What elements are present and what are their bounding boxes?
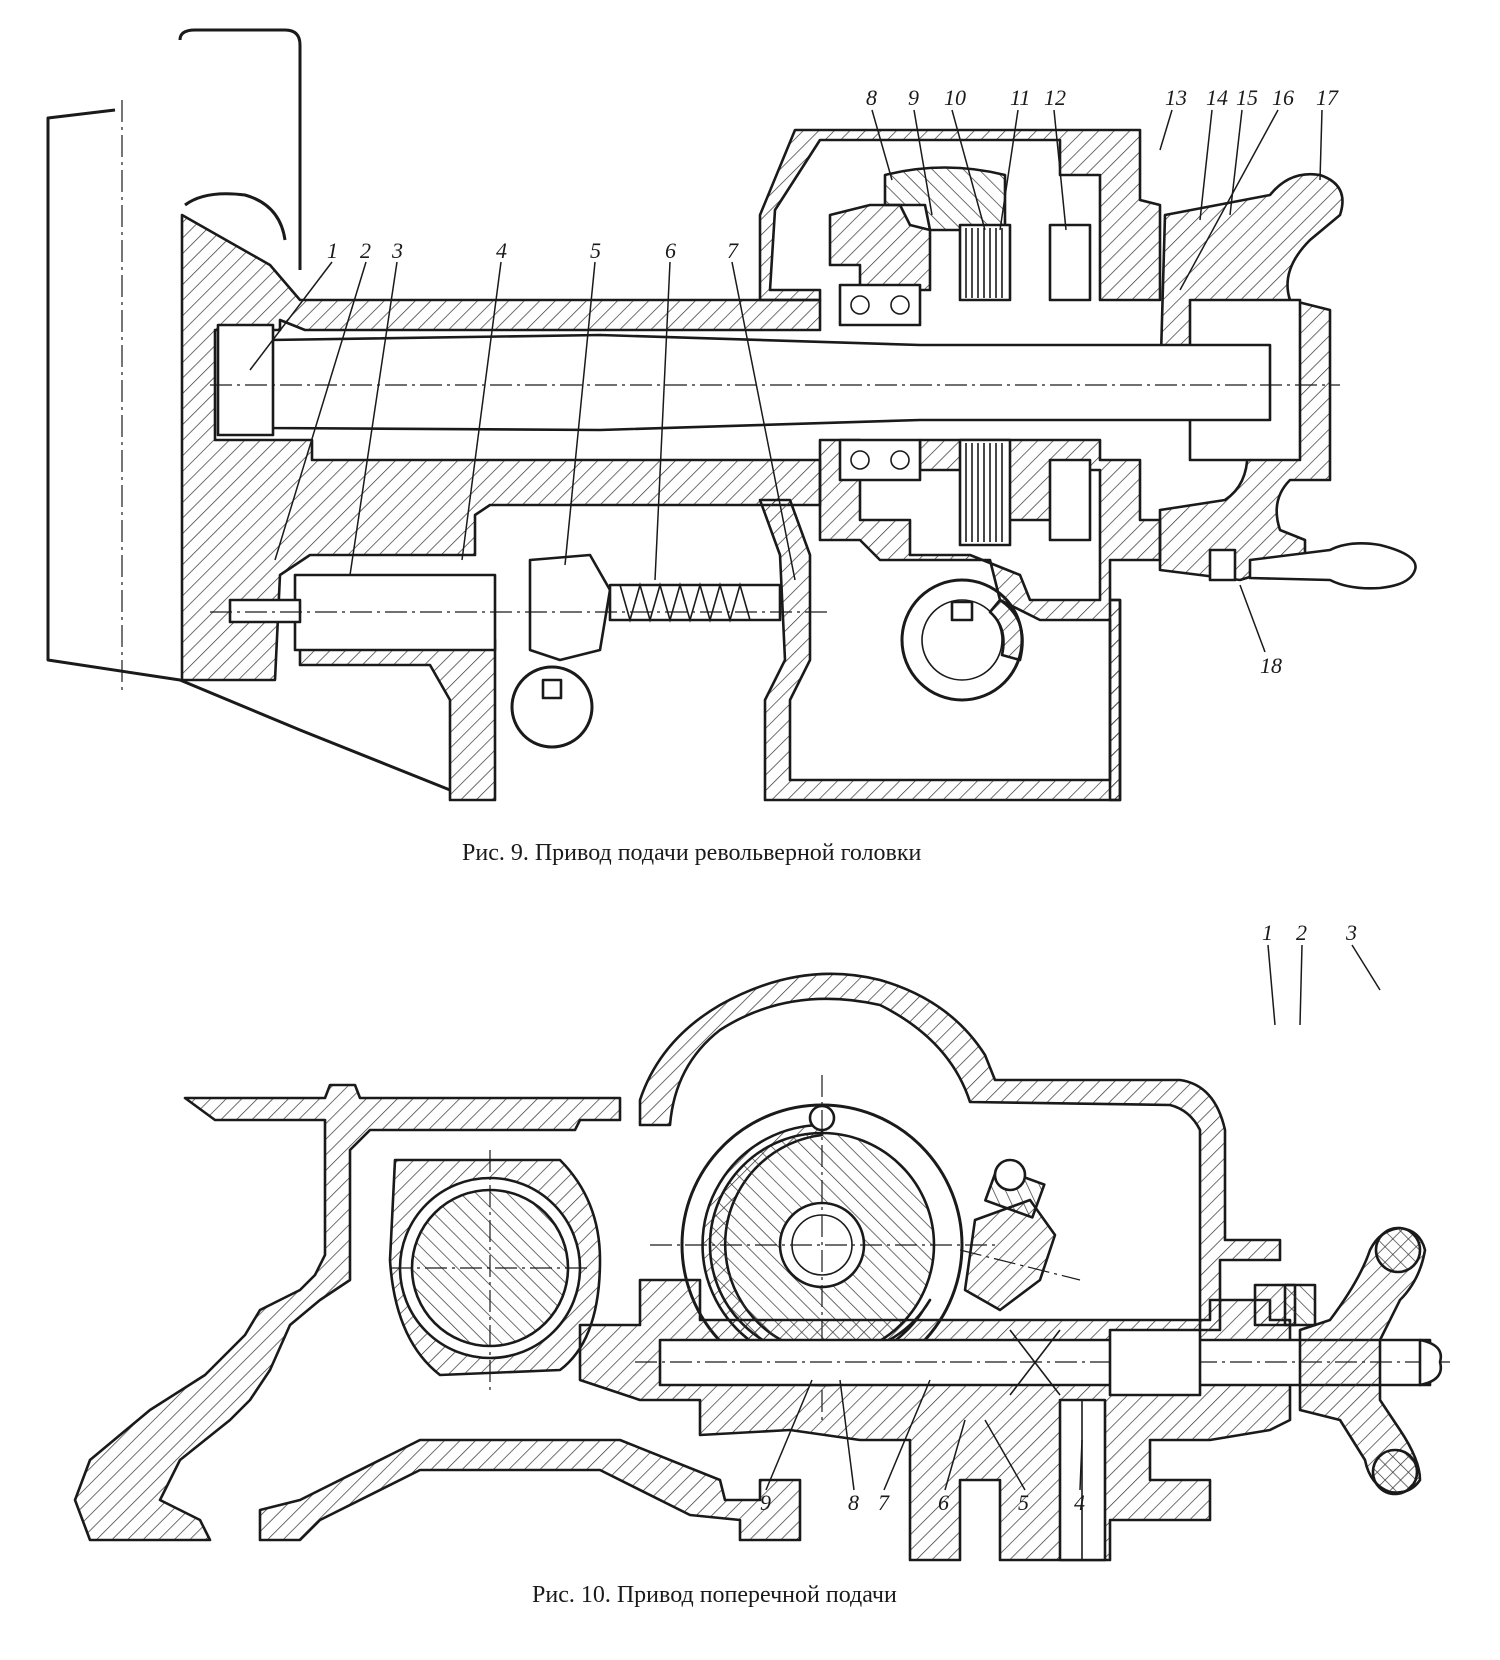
label-10-9: 9 <box>760 1490 771 1515</box>
cross-mark-b <box>1009 1329 1061 1396</box>
label-11: 11 <box>1010 85 1030 110</box>
column-outline <box>46 108 451 792</box>
label-10-8: 8 <box>848 1490 859 1515</box>
leader-10-9 <box>765 1379 813 1491</box>
worm-gear-casing <box>638 972 1282 1332</box>
housing-lower <box>298 638 497 802</box>
label-8: 8 <box>866 85 877 110</box>
apron-housing-left <box>73 1083 622 1542</box>
clutch-sleeve-upper <box>1048 223 1092 302</box>
label-10: 10 <box>944 85 966 110</box>
cam-5 <box>528 553 612 662</box>
label-5: 5 <box>590 238 601 263</box>
clutch-coupling <box>1108 1328 1202 1397</box>
label-10-5: 5 <box>1018 1490 1029 1515</box>
leader-10-6 <box>944 1419 966 1491</box>
leader-10-7 <box>883 1379 931 1491</box>
apron-housing-bottom <box>258 1438 802 1542</box>
gear-ring-2 <box>1283 1283 1317 1327</box>
feed-shaft-section <box>388 1150 602 1390</box>
label-10-3: 3 <box>1345 920 1357 945</box>
label-6: 6 <box>665 238 676 263</box>
leader-10-4 <box>1079 1439 1083 1491</box>
label-10-6: 6 <box>938 1490 949 1515</box>
clutch-sleeve-lower <box>1048 458 1092 542</box>
shaft-housing-lower <box>578 1278 1292 1562</box>
label-7: 7 <box>727 238 739 263</box>
leader-10-2 <box>1299 944 1303 1026</box>
label-1: 1 <box>327 238 338 263</box>
gear-wheel-9 <box>883 166 1007 232</box>
detent-screw-18 <box>1208 548 1237 582</box>
label-18: 18 <box>1260 653 1282 678</box>
label-13: 13 <box>1165 85 1187 110</box>
gearbox-lower <box>818 438 1162 802</box>
bearing-upper <box>838 283 922 327</box>
label-10-2: 2 <box>1296 920 1307 945</box>
worm-section-right <box>900 578 1024 702</box>
figure-10-caption: Рис. 10. Привод поперечной подачи <box>532 1582 897 1608</box>
label-9: 9 <box>908 85 919 110</box>
figure-10-drawing <box>73 972 1450 1562</box>
figure-9-caption: Рис. 9. Привод подачи револьверной голов… <box>462 840 922 866</box>
lever-mechanism <box>959 1158 1081 1312</box>
flywheel-inner <box>184 192 287 241</box>
leader-10-1 <box>1267 944 1276 1026</box>
label-10-1: 1 <box>1262 920 1273 945</box>
label-10-7: 7 <box>878 1490 890 1515</box>
main-shaft <box>268 333 1272 432</box>
label-15: 15 <box>1236 85 1258 110</box>
label-12: 12 <box>1044 85 1066 110</box>
leader-10-8 <box>839 1379 855 1491</box>
label-10-4: 4 <box>1074 1490 1085 1515</box>
label-3: 3 <box>391 238 403 263</box>
flywheel-rim <box>178 28 302 270</box>
bearing-lower <box>838 438 922 482</box>
handwheel-3 <box>1298 1226 1443 1496</box>
label-16: 16 <box>1272 85 1294 110</box>
figure-9-leader-lines <box>249 109 1323 653</box>
spring-coil <box>619 582 751 623</box>
clutch-discs-lower <box>958 438 1012 547</box>
worm-section-left <box>510 665 594 749</box>
clutch-discs-upper <box>958 223 1012 302</box>
handwheel-lug <box>1248 542 1417 590</box>
figure-9-labels: 1 2 3 4 5 6 7 8 9 10 11 12 13 14 15 16 1… <box>327 85 1339 678</box>
label-17: 17 <box>1316 85 1339 110</box>
leader-10-5 <box>984 1419 1026 1491</box>
lower-shaft-pin <box>228 598 302 624</box>
label-4: 4 <box>496 238 507 263</box>
label-14: 14 <box>1206 85 1228 110</box>
spring-rod-6 <box>608 583 782 622</box>
label-2: 2 <box>360 238 371 263</box>
leader-10-3 <box>1351 944 1381 991</box>
shaft-head-1 <box>216 323 275 437</box>
